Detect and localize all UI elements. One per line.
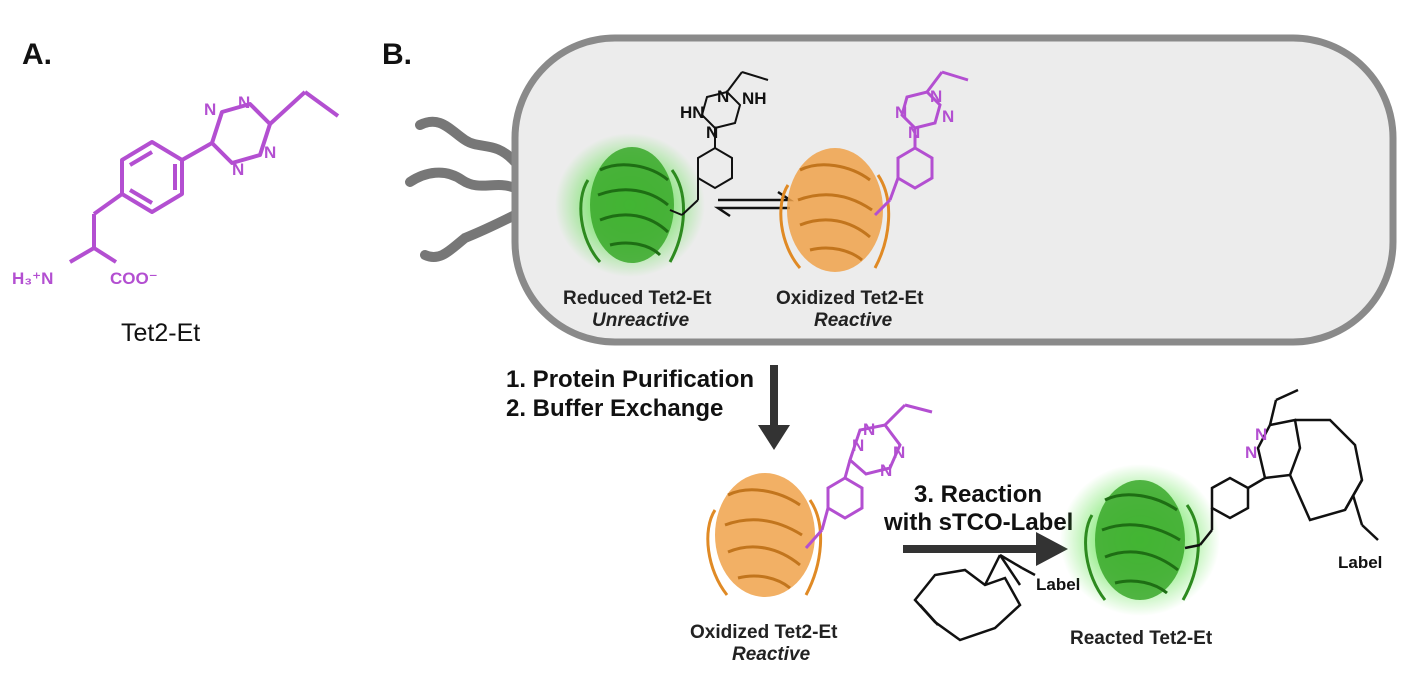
atom-n-r2: N [706,123,718,142]
reaction-arrowhead [1036,532,1068,566]
bacterial-cell [511,34,1397,346]
tetrazine-ring-a [210,102,272,165]
step-1: 1. Protein Purification [506,366,754,393]
reduced-protein [555,133,705,277]
tetrazine-cell [873,70,969,217]
purified-state: Reactive [732,644,811,665]
reaction-line-1: 3. Reaction [914,481,1042,508]
atom-n-p1: N [863,420,875,439]
atom-n-prod2: N [1245,443,1257,462]
oxidized-name: Oxidized Tet2-Et [776,288,924,309]
step-2: 2. Buffer Exchange [506,395,723,422]
tet2-et-structure [68,90,340,264]
atom-n-prod1: N [1255,425,1267,444]
purification-arrowhead [758,425,790,450]
purified-name: Oxidized Tet2-Et [690,622,838,643]
reduced-state: Unreactive [592,310,690,331]
atom-n-c1: N [930,87,942,106]
atom-n-c2: N [942,107,954,126]
atom-hn-r: HN [680,103,705,122]
tet2-et-name: Tet2-Et [121,319,200,347]
atom-n-2: N [238,93,250,112]
reagent-label: Label [1036,575,1080,594]
atom-n-4: N [232,160,244,179]
product-label: Label [1338,553,1382,572]
atom-n-p2: N [893,443,905,462]
atom-n-c3: N [895,103,907,122]
atom-n-1: N [204,100,216,119]
reaction-line-2: with sTCO-Label [883,509,1073,536]
panel-a-label: A. [22,38,52,71]
atom-n-c4: N [908,123,920,142]
reacted-protein [1060,464,1220,616]
oxidized-protein-purified [706,473,823,597]
dihydrotetrazine [669,71,769,216]
atom-n-p3: N [852,436,864,455]
stco-reagent [913,553,1036,642]
panel-b-label: B. [382,38,412,71]
atom-nh-r: NH [742,89,767,108]
atom-n-p4: N [880,461,892,480]
reacted-name: Reacted Tet2-Et [1070,628,1213,649]
atom-n-r1: N [717,87,729,106]
product-structure [1184,388,1379,550]
amine-label: H₃⁺N [12,269,53,288]
tetrazine-purified [804,403,933,549]
panel-a: A. N N N N H₃⁺N COO⁻ Tet2-Et [12,38,340,347]
atom-n-3: N [264,143,276,162]
flagella [405,116,520,262]
oxidized-protein-cell [779,148,891,272]
panel-b: B. N NH HN N [382,34,1397,665]
oxidized-state: Reactive [814,310,893,331]
reduced-name: Reduced Tet2-Et [563,288,712,309]
carboxylate-label: COO⁻ [110,269,158,288]
